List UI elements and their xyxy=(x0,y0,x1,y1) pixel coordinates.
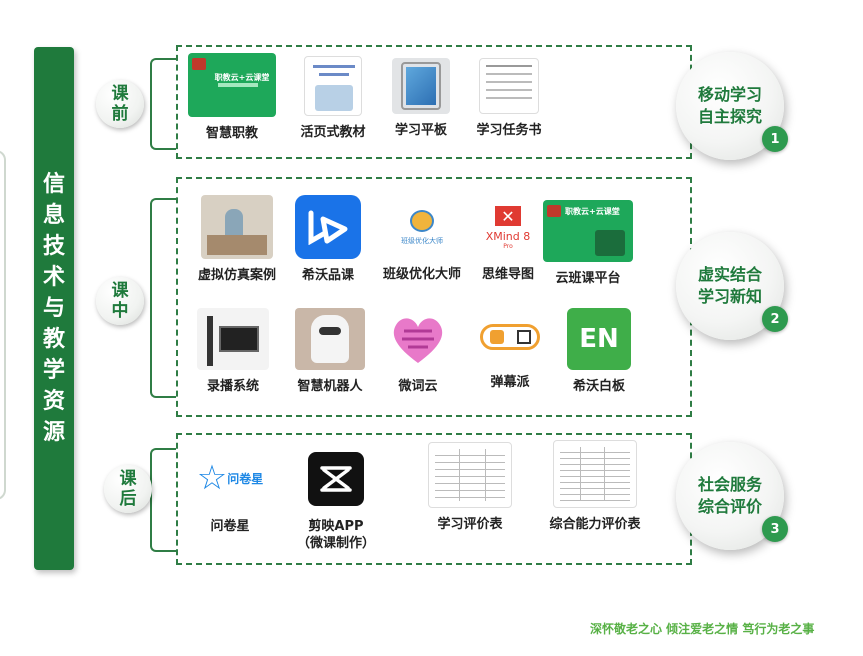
item-danmupai: 弹幕派 xyxy=(474,320,546,391)
label-xuexi-pingjiabiao: 学习评价表 xyxy=(437,517,503,532)
play-logo-icon xyxy=(308,210,348,245)
label-xuni-fangzhen: 虚拟仿真案例 xyxy=(197,268,276,283)
stage-after: 课后 xyxy=(104,465,152,513)
goal-number-badge: 1 xyxy=(762,126,788,152)
weiciyun-thumb xyxy=(385,308,451,370)
brace-after xyxy=(150,448,178,552)
item-zonghe-pingjiabiao: 综合能力评价表 xyxy=(540,440,650,533)
label-zhihui-zhijiao: 智慧职教 xyxy=(205,126,258,141)
item-zhihui-jiqiren: 智慧机器人 xyxy=(292,308,368,395)
label-weiciyun: 微词云 xyxy=(398,379,438,394)
en-logo-icon: EN xyxy=(579,324,619,354)
label-yunbanke: 云班课平台 xyxy=(555,271,621,286)
label-xuexi-renwushu: 学习任务书 xyxy=(476,123,542,138)
xiwo-baiban-thumb: EN xyxy=(567,308,631,370)
item-xiwo-baiban: EN 希沃白板 xyxy=(566,308,632,395)
label-zhihui-jiqiren: 智慧机器人 xyxy=(297,379,363,394)
item-banji-youhua: 班级优化大师 班级优化大师 xyxy=(376,198,468,283)
capcut-icon xyxy=(320,466,352,492)
tablet-icon xyxy=(401,62,441,110)
label-huoye-jiaocai: 活页式教材 xyxy=(300,125,366,140)
item-yunbanke: 职教云+云课堂 云班课平台 xyxy=(542,200,634,287)
robot-icon xyxy=(311,315,349,363)
label-xiwo-baiban: 希沃白板 xyxy=(572,379,625,394)
jianying-thumb xyxy=(308,452,364,506)
stage-before: 课前 xyxy=(96,80,144,128)
item-xuexi-pingban: 学习平板 xyxy=(386,58,456,139)
item-xuexi-pingjiabiao: 学习评价表 xyxy=(422,442,518,533)
label-xiwo-pinke: 希沃品课 xyxy=(301,268,354,283)
label-siwei-daotu: 思维导图 xyxy=(481,267,534,282)
zonghe-thumb xyxy=(553,440,637,508)
label-danmupai: 弹幕派 xyxy=(490,375,530,390)
main-title: 信息技术与教学资源 xyxy=(42,172,65,445)
xmind-thumb: ✕ XMind 8 Pro xyxy=(478,198,538,258)
brace-during xyxy=(150,198,178,398)
goal-1: 移动学习 自主探究 1 xyxy=(676,52,788,160)
item-jianying: 剪映APP （微课制作） xyxy=(286,452,386,552)
label-lubo-xitong: 录播系统 xyxy=(206,379,259,394)
item-xuexi-renwushu: 学习任务书 xyxy=(472,58,546,139)
label-wenjuanxing: 问卷星 xyxy=(210,519,250,534)
banji-youhua-thumb: 班级优化大师 xyxy=(383,198,461,258)
item-xiwo-pinke: 希沃品课 xyxy=(290,195,366,284)
item-lubo-xitong: 录播系统 xyxy=(196,308,270,395)
label-zonghe-pingjiabiao: 综合能力评价表 xyxy=(549,517,641,532)
wenjuanxing-thumb: ☆ 问卷星 xyxy=(193,452,267,504)
logo-icon xyxy=(547,205,561,217)
renwushu-thumb xyxy=(479,58,539,114)
item-siwei-daotu: ✕ XMind 8 Pro 思维导图 xyxy=(474,198,542,283)
xmind-x-icon: ✕ xyxy=(495,206,521,226)
lubo-thumb xyxy=(197,308,269,370)
yunbanke-thumb: 职教云+云课堂 xyxy=(543,200,633,262)
robot-thumb xyxy=(295,308,365,370)
goal-2: 虚实结合 学习新知 2 xyxy=(676,232,788,340)
tablet-thumb xyxy=(392,58,450,114)
label-jianying: 剪映APP （微课制作） xyxy=(296,519,375,551)
goal-number-badge: 2 xyxy=(762,306,788,332)
pingjiabiao-thumb xyxy=(428,442,512,508)
huoye-jiaocai-thumb xyxy=(304,56,362,116)
thumb-text: 职教云+云课堂 xyxy=(214,72,270,82)
zhihui-zhijiao-thumb: 职教云+云课堂 xyxy=(188,53,276,117)
item-huoye-jiaocai: 活页式教材 xyxy=(298,56,368,141)
monitor-icon xyxy=(219,326,259,352)
goal-number-badge: 3 xyxy=(762,516,788,542)
logo-icon xyxy=(192,58,206,70)
star-icon: ☆ xyxy=(196,458,228,498)
main-title-bar: 信息技术与教学资源 xyxy=(34,47,74,570)
label-xuexi-pingban: 学习平板 xyxy=(394,123,447,138)
item-xuni-fangzhen: 虚拟仿真案例 xyxy=(194,195,280,284)
danmupai-thumb xyxy=(477,320,543,354)
footer-slogan: 深怀敬老之心 倾注爱老之情 笃行为老之事 xyxy=(590,622,815,636)
photo-icon xyxy=(315,85,353,111)
item-wenjuanxing: ☆ 问卷星 问卷星 xyxy=(192,452,268,535)
item-zhihui-zhijiao: 职教云+云课堂 智慧职教 xyxy=(188,53,276,142)
xuni-fangzhen-thumb xyxy=(201,195,273,259)
left-decor-bracket xyxy=(0,150,6,500)
item-weiciyun: 微词云 xyxy=(384,308,452,395)
goal-3: 社会服务 综合评价 3 xyxy=(676,442,788,550)
mascot-icon xyxy=(410,210,434,232)
label-banji-youhua: 班级优化大师 xyxy=(382,267,461,282)
danmu-logo-icon xyxy=(480,324,540,350)
xiwo-pinke-thumb xyxy=(295,195,361,259)
brace-before xyxy=(150,58,178,150)
stage-during: 课中 xyxy=(96,277,144,325)
heart-cloud-icon xyxy=(393,318,443,363)
